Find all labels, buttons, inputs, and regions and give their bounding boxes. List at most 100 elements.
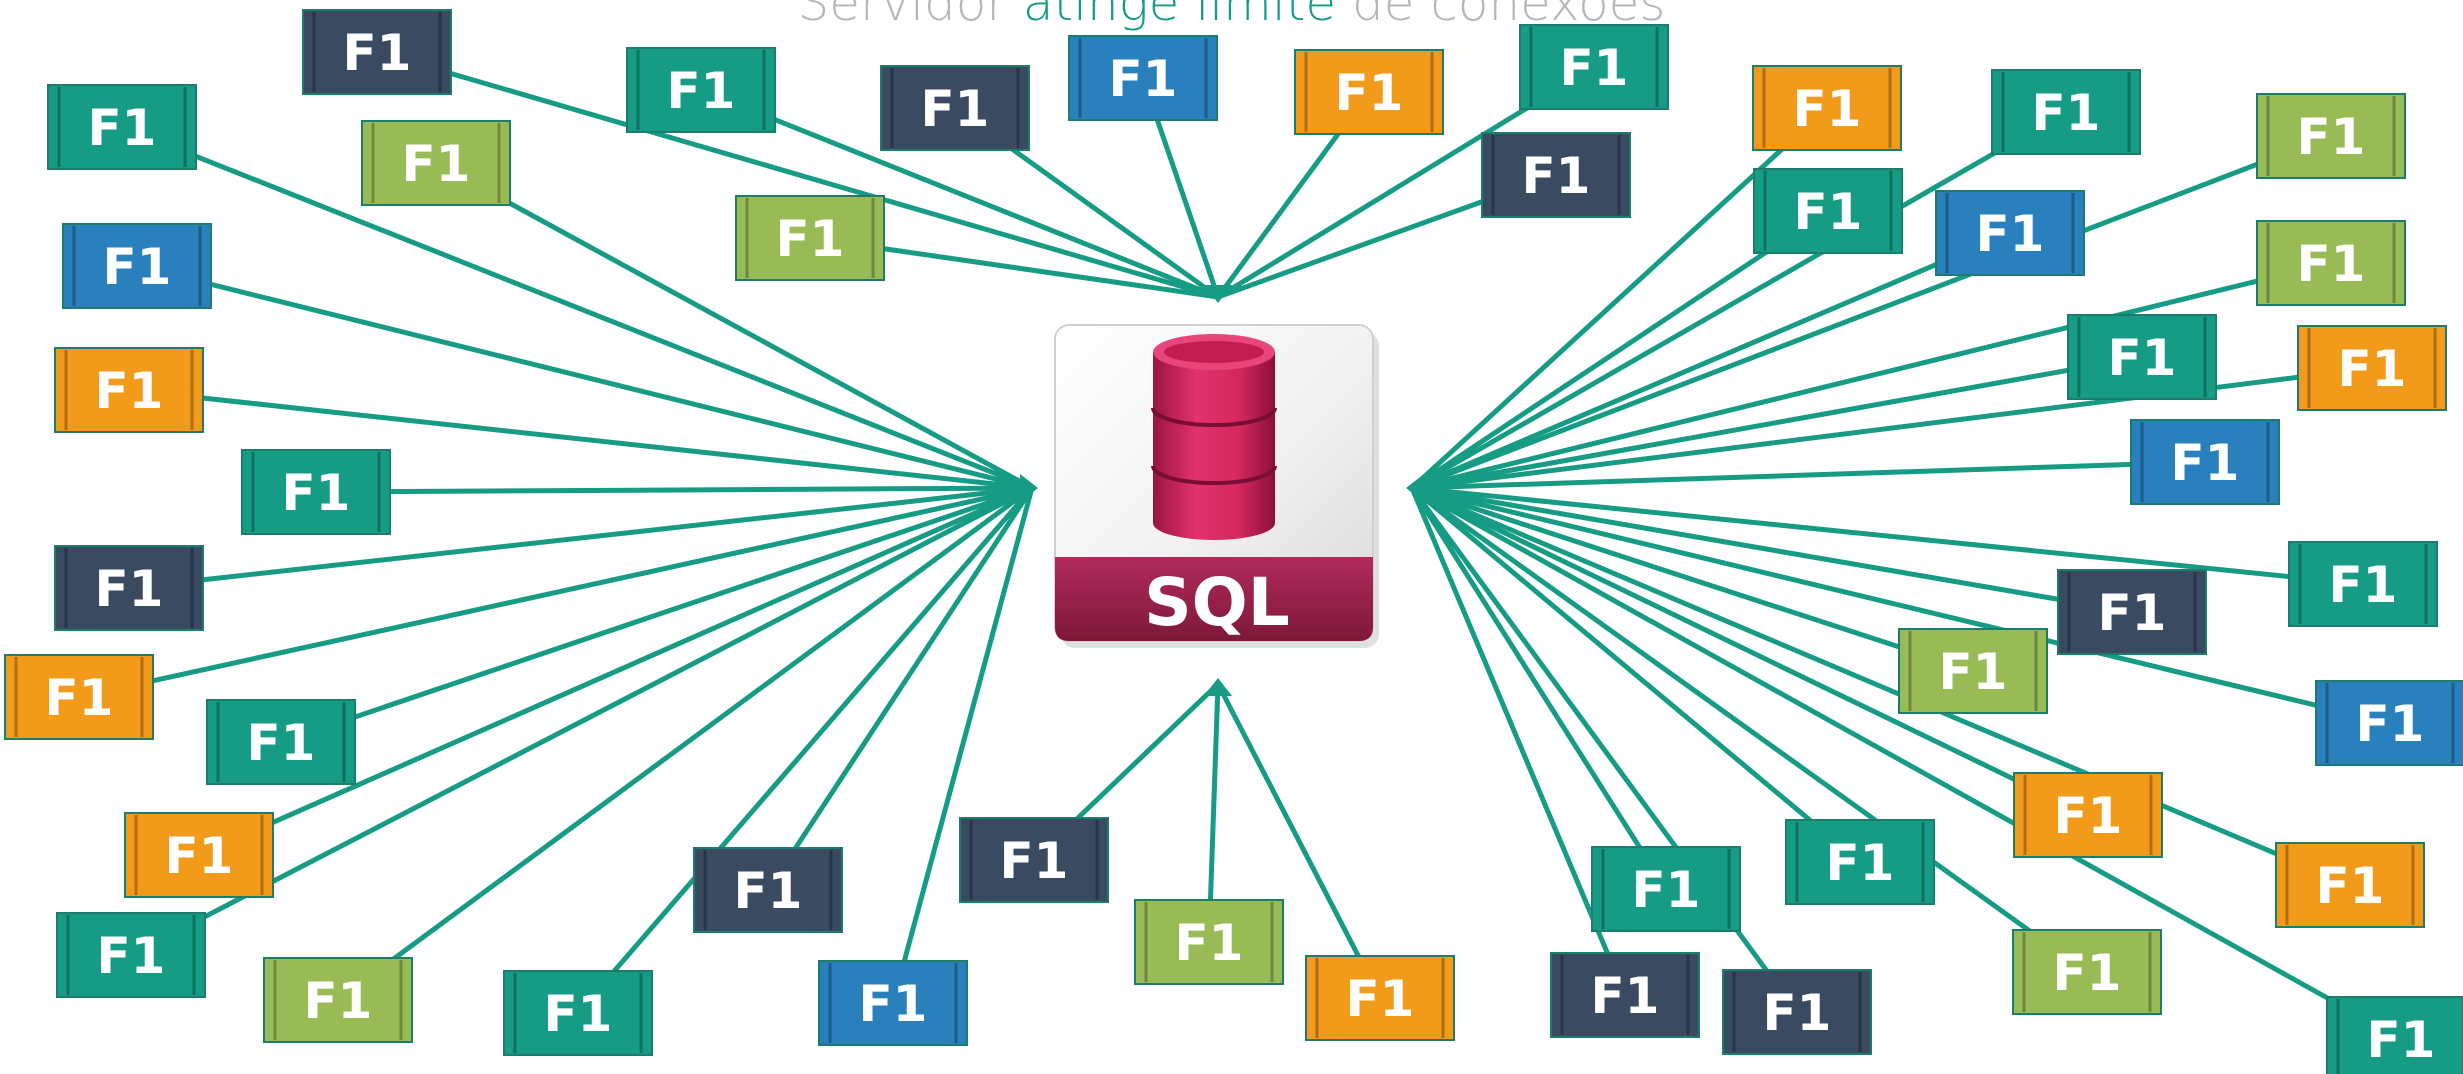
client-node-f1: F1 <box>880 65 1030 151</box>
client-node-f1: F1 <box>2130 419 2280 505</box>
client-node-f1: F1 <box>2326 996 2463 1074</box>
client-node-f1: F1 <box>1591 846 1741 932</box>
client-node-label: F1 <box>2297 235 2366 293</box>
client-node-label: F1 <box>667 62 736 120</box>
connection-line <box>765 486 1035 892</box>
client-node-f1: F1 <box>241 449 391 535</box>
connection-line <box>1411 485 2351 888</box>
client-node-label: F1 <box>544 985 613 1043</box>
client-node-f1: F1 <box>959 817 1109 903</box>
client-node-f1: F1 <box>1550 952 1700 1038</box>
connection-line <box>128 387 1033 491</box>
client-node-f1: F1 <box>503 970 653 1056</box>
client-node-f1: F1 <box>1305 955 1455 1041</box>
client-node-f1: F1 <box>2288 541 2438 627</box>
client-node-label: F1 <box>2171 434 2240 492</box>
connection-line <box>1410 486 1862 864</box>
client-node-label: F1 <box>402 135 471 193</box>
client-node-label: F1 <box>95 560 164 618</box>
client-node-label: F1 <box>343 24 412 82</box>
connection-line <box>1409 487 1628 996</box>
client-node-label: F1 <box>88 99 157 157</box>
connection-line <box>1410 485 2089 975</box>
connection-line <box>1410 109 2068 491</box>
client-node-f1: F1 <box>4 654 154 740</box>
client-node-label: F1 <box>2338 340 2407 398</box>
client-node-label: F1 <box>1335 64 1404 122</box>
connection-line <box>576 486 1034 1015</box>
client-node-f1: F1 <box>2013 772 2163 858</box>
client-node-label: F1 <box>2329 556 2398 614</box>
client-node-f1: F1 <box>47 84 197 170</box>
client-node-label: F1 <box>921 80 990 138</box>
database-cylinder-icon <box>1151 334 1277 540</box>
title-text: Servidor <box>797 0 1023 32</box>
client-node-label: F1 <box>2098 584 2167 642</box>
arrow-head-icon <box>1204 285 1232 303</box>
sql-server: SQL <box>1054 324 1379 648</box>
diagram-title: Servidor atinge limite de conexões <box>0 0 2463 32</box>
client-node-label: F1 <box>2108 329 2177 387</box>
connection-line <box>1411 459 2206 491</box>
client-node-label: F1 <box>97 927 166 985</box>
arrow-head-icon <box>1406 474 1424 502</box>
client-node-label: F1 <box>2053 944 2122 1002</box>
client-node-label: F1 <box>1976 205 2045 263</box>
connection-line <box>1411 133 2332 491</box>
client-node-f1: F1 <box>263 957 413 1043</box>
connection-line <box>336 485 1034 1003</box>
client-node-f1: F1 <box>2012 929 2162 1015</box>
client-node-f1: F1 <box>1722 969 1872 1055</box>
client-node-f1: F1 <box>1294 49 1444 135</box>
connection-line <box>434 160 1034 491</box>
connection-line <box>1410 485 2090 818</box>
connection-lines <box>78 49 2403 1042</box>
client-node-f1: F1 <box>1752 65 1902 151</box>
connection-line <box>1411 230 2011 491</box>
server-label-band <box>1055 557 1373 641</box>
connection-line <box>1411 485 2364 587</box>
connection-line <box>315 485 1033 495</box>
client-node-label: F1 <box>1109 50 1178 108</box>
client-node-f1: F1 <box>361 120 511 206</box>
connection-line <box>1215 682 1383 1000</box>
client-node-f1: F1 <box>1481 132 1631 218</box>
arrow-head-icon <box>1204 678 1232 696</box>
client-node-label: F1 <box>2297 108 2366 166</box>
server-label: SQL <box>1144 564 1290 641</box>
client-node-label: F1 <box>2032 84 2101 142</box>
connection-line <box>78 485 1033 700</box>
client-node-f1: F1 <box>818 960 968 1046</box>
client-node-f1: F1 <box>626 47 776 133</box>
client-node-f1: F1 <box>302 9 452 95</box>
client-node-f1: F1 <box>2067 314 2217 400</box>
client-node-f1: F1 <box>1785 819 1935 905</box>
connection-line <box>1411 485 1974 674</box>
client-node-label: F1 <box>103 238 172 296</box>
connection-line <box>376 49 1219 300</box>
client-node-f1: F1 <box>54 545 204 631</box>
client-node-f1: F1 <box>693 847 843 933</box>
client-node-label: F1 <box>282 464 351 522</box>
client-node-label: F1 <box>2316 857 2385 915</box>
client-node-f1: F1 <box>54 347 204 433</box>
client-node-f1: F1 <box>124 812 274 898</box>
client-node-label: F1 <box>734 862 803 920</box>
client-node-f1: F1 <box>1753 168 1903 254</box>
connection-line <box>1411 485 2391 726</box>
client-node-label: F1 <box>1763 984 1832 1042</box>
connection-line <box>136 263 1033 491</box>
client-node-label: F1 <box>1794 183 1863 241</box>
client-node-label: F1 <box>1560 39 1629 97</box>
client-node-label: F1 <box>165 827 234 885</box>
connection-line <box>700 87 1219 300</box>
client-node-f1: F1 <box>2256 93 2406 179</box>
client-node-label: F1 <box>1175 914 1244 972</box>
client-node-label: F1 <box>2356 695 2425 753</box>
title-highlight: atinge limite <box>1022 0 1337 32</box>
client-node-label: F1 <box>247 714 316 772</box>
connection-line <box>1410 208 1830 491</box>
arrow-head-icon <box>1020 474 1038 502</box>
client-node-label: F1 <box>1000 832 1069 890</box>
